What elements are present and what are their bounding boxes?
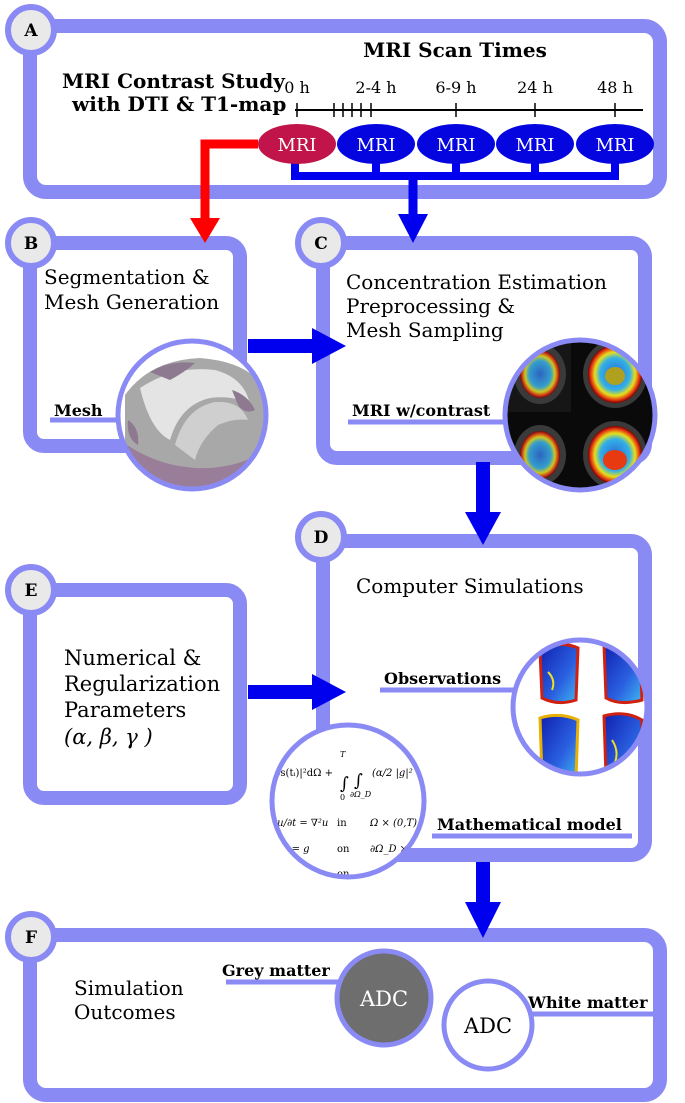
svg-text:on: on (337, 869, 350, 880)
mri-scan-6-9h: MRI (417, 124, 495, 164)
blue-arrowhead-d-f (465, 902, 501, 938)
mesh-label: Mesh (54, 401, 103, 420)
red-arrow-to-segmentation (200, 139, 258, 222)
timeline (295, 103, 643, 117)
badge-c: C (295, 217, 347, 269)
svg-text:∂u/∂t = ∇²u: ∂u/∂t = ∇²u (272, 818, 328, 829)
red-arrowhead (190, 218, 220, 243)
svg-text:T: T (340, 750, 346, 759)
mri-scan-24h: MRI (496, 124, 574, 164)
panel-e-line4: (α, β, γ ) (64, 725, 153, 749)
svg-text:C: C (314, 234, 328, 254)
panel-b-title-line1: Segmentation & (44, 265, 210, 289)
math-model-image: obs(tᵢ)|²dΩ + T ∫ 0 ∫ ∂Ω_D (α/2 |g|² + ∂… (268, 722, 427, 880)
grey-matter-label: Grey matter (222, 961, 330, 980)
svg-text:obs(tᵢ)|²dΩ +: obs(tᵢ)|²dΩ + (268, 768, 333, 779)
observations-label: Observations (384, 669, 501, 688)
panel-b-title-line2: Mesh Generation (44, 290, 219, 314)
tick-label-2-4h: 2-4 h (355, 78, 396, 97)
badge-a: A (5, 4, 57, 56)
svg-text:MRI: MRI (356, 135, 395, 156)
svg-text:B: B (24, 234, 38, 254)
mri-contrast-label: MRI w/contrast (352, 401, 491, 420)
svg-text:D: D (314, 528, 329, 548)
observations-image (510, 637, 650, 777)
svg-text:F: F (25, 928, 37, 948)
mri-scan-48h: MRI (576, 124, 654, 164)
badge-d: D (295, 511, 347, 563)
panel-e-line2: Regularization (64, 672, 220, 696)
svg-text:ADC: ADC (463, 1014, 512, 1038)
tick-label-48h: 48 h (597, 78, 633, 97)
panel-a-title-line2: with DTI & T1-map (71, 92, 286, 116)
svg-text:A: A (23, 21, 38, 41)
mri-scan-2-4h: MRI (337, 124, 415, 164)
panel-c-title-line1: Concentration Estimation (346, 270, 607, 294)
model-label: Mathematical model (437, 815, 622, 834)
badge-f: F (5, 911, 57, 963)
mri-contrast-image (502, 337, 658, 493)
svg-text:u = g: u = g (282, 844, 310, 855)
blue-arrowhead-b-c (312, 328, 346, 364)
svg-text:0: 0 (340, 793, 345, 802)
scan-times-title: MRI Scan Times (363, 38, 547, 62)
badge-e: E (5, 564, 57, 616)
panel-e-frame (23, 583, 247, 805)
panel-e-line3: Parameters (64, 698, 186, 722)
svg-text:MRI: MRI (436, 135, 475, 156)
grey-matter-adc: ADC (334, 948, 434, 1048)
svg-text:E: E (25, 581, 38, 601)
svg-text:(α/2 |g|² +: (α/2 |g|² + (372, 768, 424, 779)
white-matter-label: White matter (527, 993, 648, 1012)
panel-d-title: Computer Simulations (356, 574, 584, 598)
panel-f-title-line2: Outcomes (74, 1000, 176, 1024)
blue-arrowhead-c (398, 214, 428, 243)
svg-text:MRI: MRI (277, 135, 316, 156)
svg-text:∂Ω_D × (0: ∂Ω_D × (0 (370, 844, 422, 855)
panel-e-line1: Numerical & (64, 646, 201, 670)
svg-text:Ω × (0,T): Ω × (0,T) (369, 818, 417, 829)
tick-label-6-9h: 6-9 h (435, 78, 476, 97)
svg-text:= 0: = 0 (288, 869, 307, 880)
svg-text:∂Ω_D: ∂Ω_D (350, 790, 372, 799)
svg-text:on: on (337, 844, 350, 855)
brain-mesh-image (115, 338, 269, 492)
white-matter-adc: ADC (441, 978, 535, 1072)
tick-label-24h: 24 h (517, 78, 553, 97)
svg-text:ADC: ADC (359, 987, 408, 1011)
mri-scan-0h: MRI (258, 124, 336, 164)
svg-text:MRI: MRI (515, 135, 554, 156)
svg-text:∫: ∫ (340, 774, 349, 794)
svg-text:∫: ∫ (354, 771, 363, 791)
panel-c-title-line3: Mesh Sampling (346, 318, 504, 342)
panel-c-title-line2: Preprocessing & (346, 294, 515, 318)
blue-arrowhead-e-d (312, 674, 346, 710)
blue-arrowhead-c-d (465, 512, 501, 545)
svg-text:MRI: MRI (595, 135, 634, 156)
tick-label-0h: 0 h (284, 78, 310, 97)
badge-b: B (5, 217, 57, 269)
panel-f-title-line1: Simulation (74, 976, 184, 1000)
panel-a-title-line1: MRI Contrast Study (62, 69, 286, 93)
svg-text:in: in (337, 818, 347, 829)
